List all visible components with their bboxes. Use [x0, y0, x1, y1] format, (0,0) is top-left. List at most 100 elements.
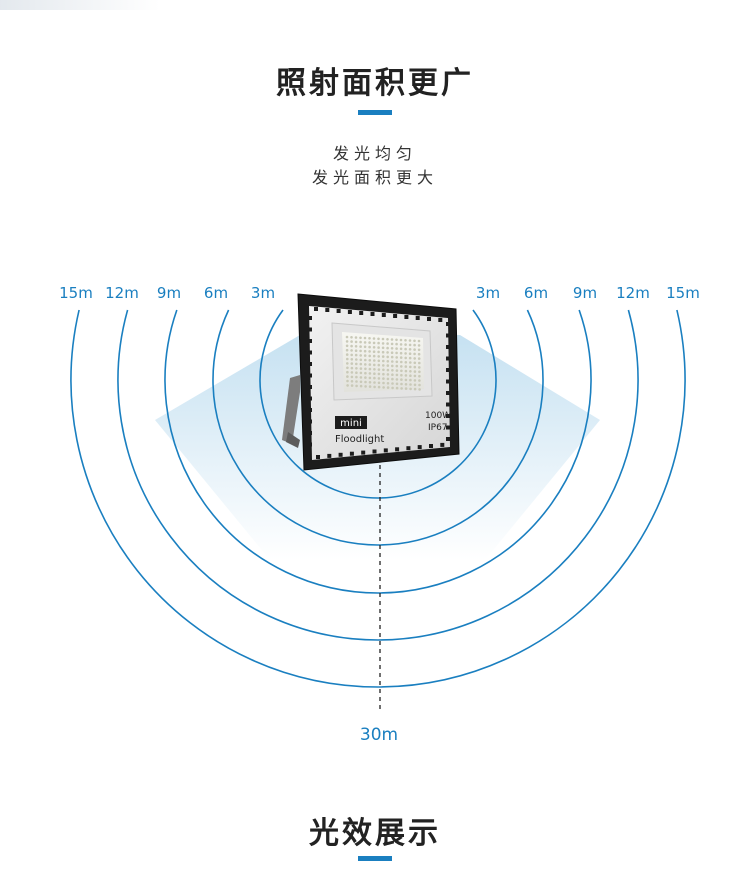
led-dot	[359, 362, 363, 366]
led-dot	[417, 348, 421, 352]
led-dot	[382, 359, 385, 363]
led-dot	[345, 340, 349, 343]
led-dot	[386, 364, 390, 367]
led-dot	[409, 370, 412, 373]
top-decoration	[0, 0, 160, 10]
led-dot	[355, 380, 358, 383]
led-dot	[413, 357, 417, 360]
led-dot	[395, 356, 399, 359]
led-dot	[377, 346, 380, 349]
led-dot	[350, 353, 354, 357]
led-dot	[368, 359, 372, 362]
led-dot	[355, 367, 358, 370]
led-dot	[404, 352, 407, 355]
left-label-6m: 6m	[204, 284, 228, 302]
led-dot	[418, 374, 421, 378]
led-dot	[413, 365, 417, 369]
frame-notch	[415, 316, 420, 320]
led-dot	[400, 369, 403, 373]
frame-notch	[308, 362, 312, 366]
led-dot	[359, 380, 363, 384]
led-dot	[418, 383, 421, 387]
led-dot	[346, 366, 349, 370]
led-dot	[409, 387, 412, 391]
led-dot	[363, 336, 367, 340]
frame-notch	[427, 317, 431, 321]
frame-notch	[438, 318, 443, 322]
led-dot	[355, 362, 358, 366]
frame-notch	[359, 311, 364, 315]
mini-badge	[335, 416, 367, 429]
led-dot	[364, 380, 367, 384]
led-dot	[404, 343, 407, 346]
led-dot	[354, 345, 358, 348]
led-dot	[368, 381, 372, 384]
section-title-effect: 光效展示	[309, 816, 441, 851]
left-label-9m: 9m	[157, 284, 181, 302]
led-dot	[364, 385, 367, 388]
led-dot	[395, 378, 399, 381]
led-dot	[373, 381, 376, 384]
led-dot	[386, 360, 390, 363]
led-dot	[391, 364, 394, 368]
led-dot	[404, 339, 407, 342]
title-underline	[358, 110, 392, 115]
subtitle-line-1: 发光均匀	[332, 144, 417, 163]
led-dot	[399, 338, 403, 342]
frame-notch	[308, 419, 312, 424]
frame-notch	[406, 446, 411, 451]
led-dot	[408, 343, 412, 347]
led-dot	[355, 375, 358, 379]
led-dot	[408, 356, 412, 360]
led-dot	[400, 382, 403, 386]
led-dot	[390, 347, 394, 350]
led-dot	[409, 378, 412, 382]
frame-notch	[446, 402, 450, 407]
led-dot	[386, 377, 390, 381]
led-dot	[395, 369, 399, 372]
led-dot	[368, 385, 372, 388]
led-dot	[399, 343, 403, 346]
led-dot	[345, 353, 349, 356]
led-dot	[418, 370, 421, 374]
led-dot	[413, 361, 417, 365]
led-dot	[395, 364, 399, 368]
led-dot	[346, 357, 349, 361]
frame-notch	[372, 449, 377, 454]
led-dot	[400, 373, 403, 377]
led-dot	[404, 361, 408, 364]
led-dot	[413, 343, 416, 347]
led-dot	[390, 342, 394, 346]
led-dot	[368, 350, 371, 353]
led-dot	[400, 365, 403, 368]
led-dot	[364, 363, 367, 366]
led-dot	[404, 374, 408, 377]
subtitle-line-2: 发光面积更大	[311, 168, 438, 187]
led-dot	[408, 352, 412, 356]
led-dot	[359, 358, 363, 362]
frame-notch	[395, 447, 400, 452]
led-dot	[409, 365, 412, 369]
led-dot	[386, 342, 389, 345]
led-dot	[345, 344, 349, 348]
led-dot	[346, 362, 349, 365]
left-label-12m: 12m	[105, 284, 139, 302]
left-label-15m: 15m	[59, 284, 93, 302]
led-dot	[363, 345, 367, 349]
led-dot	[413, 370, 417, 373]
frame-notch	[308, 408, 312, 412]
led-dot	[418, 366, 421, 369]
led-dot	[404, 365, 408, 368]
frame-notch	[336, 309, 341, 313]
led-dot	[355, 358, 358, 361]
led-dot	[377, 337, 380, 341]
floodlight-text: Floodlight	[335, 434, 384, 445]
led-dot	[391, 373, 394, 377]
frame-notch	[347, 310, 352, 314]
led-dot	[377, 381, 381, 385]
frame-notch	[370, 312, 375, 316]
led-dot	[350, 344, 353, 348]
led-dot	[391, 386, 394, 390]
rating-text: IP67	[428, 423, 448, 433]
